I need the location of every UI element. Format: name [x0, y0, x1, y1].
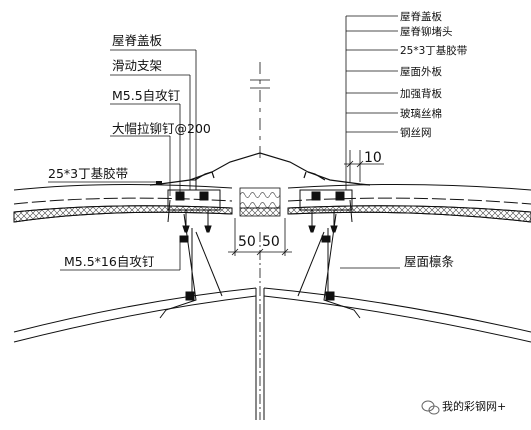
left-sliding-bracket: [159, 179, 223, 319]
label-self-tapping-screw: M5.5自攻钉: [112, 88, 181, 103]
label-right-ridge-cap: 屋脊盖板: [400, 10, 442, 23]
overlap-dimension: [344, 150, 384, 182]
label-ridge-cap: 屋脊盖板: [112, 33, 163, 48]
watermark-text: 我的彩钢网+: [442, 399, 506, 413]
left-leader-lines: [48, 49, 197, 271]
overlap-value: 10: [364, 150, 382, 166]
label-sliding-bracket: 滑动支架: [112, 58, 162, 73]
label-butyl-tape-right: 25*3丁基胶带: [400, 44, 467, 57]
ridge-centerline: [250, 62, 270, 420]
label-outer-panel: 屋面外板: [400, 65, 442, 78]
ridge-gap-dimension: [228, 218, 292, 256]
label-roof-purlin: 屋面檩条: [404, 254, 455, 269]
gap-right-dimension: 50: [262, 234, 280, 250]
label-screw-16: M5.5*16自攻钉: [64, 254, 155, 269]
wechat-icon: [421, 400, 440, 415]
label-rivet: 大帽拉铆钉@200: [112, 121, 211, 136]
label-wire-mesh: 钢丝网: [400, 126, 432, 139]
label-butyl-tape-left: 25*3丁基胶带: [48, 166, 128, 181]
left-tape-marker: [156, 181, 162, 185]
ridge-cap: [149, 152, 371, 186]
main-beam: [13, 287, 531, 420]
gap-left-dimension: 50: [238, 234, 256, 250]
right-sliding-bracket: [297, 189, 361, 319]
label-glass-wool: 玻璃丝棉: [400, 107, 442, 120]
watermark: 我的彩钢网+: [421, 399, 506, 415]
ridge-insulation: [239, 187, 281, 217]
label-ridge-end-plug: 屋脊铆堵头: [400, 25, 453, 38]
label-reinforcing-backplate: 加强背板: [400, 87, 442, 100]
right-leader-lines: [340, 15, 400, 269]
